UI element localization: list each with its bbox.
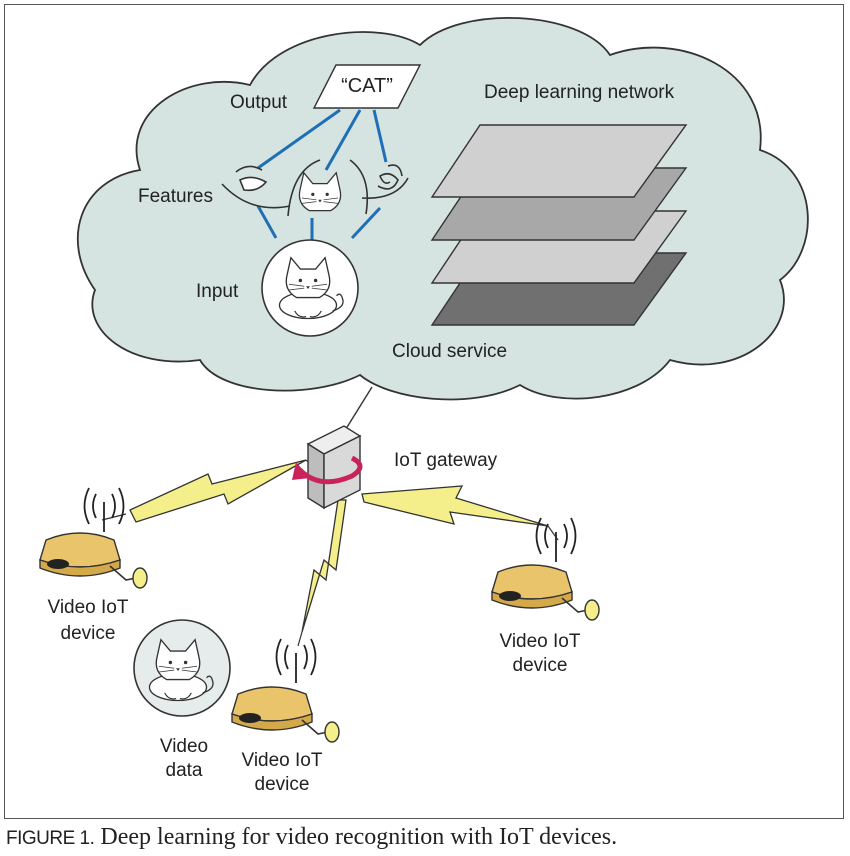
- video-data-label-line2: data: [166, 760, 203, 781]
- feature-links: [256, 108, 388, 240]
- feature-icons: [221, 159, 409, 217]
- network-layers: [430, 124, 688, 326]
- device-1-label-line2: device: [61, 623, 116, 644]
- video-iot-device-1: [39, 487, 148, 589]
- video-data-label-line1: Video: [160, 736, 208, 757]
- network-layer-1: [430, 124, 688, 198]
- features-label: Features: [138, 186, 213, 207]
- output-label: Output: [230, 92, 288, 113]
- antenna-icon: [275, 638, 317, 684]
- cloud-gateway-link: [343, 386, 373, 433]
- camera-icon: [39, 532, 148, 589]
- caption-text: Deep learning for video recognition with…: [94, 824, 618, 850]
- antenna-icon: [83, 487, 125, 533]
- wireless-bolt-bottom: [301, 499, 347, 633]
- gateway-label: IoT gateway: [394, 450, 498, 471]
- video-iot-device-2: [231, 638, 340, 743]
- device-1-label-line1: Video IoT: [48, 597, 129, 618]
- gateway-server-icon: [292, 425, 363, 510]
- device-3-label-line1: Video IoT: [500, 631, 581, 652]
- device-3-label-line2: device: [513, 655, 568, 676]
- network-label: Deep learning network: [484, 82, 675, 103]
- camera-icon: [491, 564, 600, 621]
- wireless-links: [129, 459, 549, 633]
- output-box: [312, 64, 422, 109]
- figure-number: FIGURE 1.: [6, 828, 95, 849]
- diagram-canvas: “CAT” Output Features Input Deep learnin…: [39, 17, 809, 795]
- cloud-service-label: Cloud service: [392, 341, 507, 362]
- device-2-label-line1: Video IoT: [242, 750, 323, 771]
- figure-caption: FIGURE 1. Deep learning for video recogn…: [6, 824, 617, 851]
- device-2-label-line2: device: [255, 774, 310, 795]
- wireless-bolt-right: [361, 485, 549, 527]
- wireless-bolt-left: [129, 459, 307, 523]
- output-box-text: “CAT”: [341, 75, 393, 97]
- input-label: Input: [196, 281, 239, 302]
- video-iot-device-3: [491, 517, 600, 621]
- camera-icon: [231, 686, 340, 743]
